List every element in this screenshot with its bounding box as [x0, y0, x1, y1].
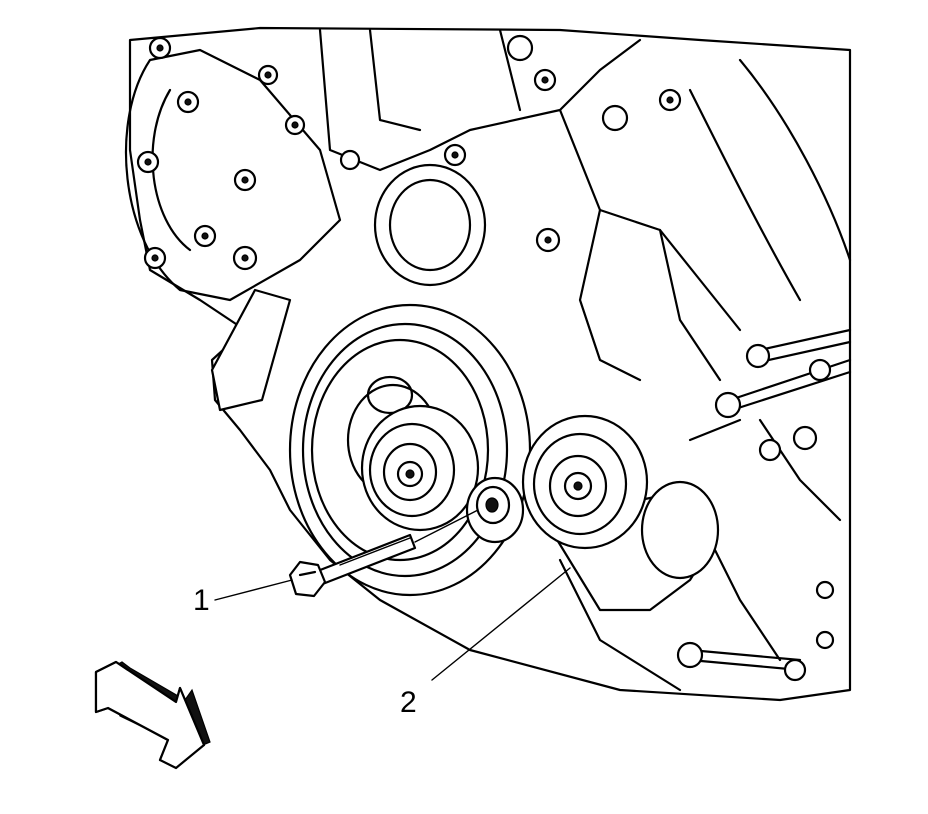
idler-pulley — [360, 404, 480, 532]
direction-arrow-icon — [94, 660, 211, 770]
spacer-washer — [465, 476, 525, 544]
leader-line-2 — [431, 567, 571, 681]
right-studs — [676, 328, 852, 682]
leader-lines — [214, 567, 571, 681]
callout-2-label: 2 — [400, 686, 417, 719]
tensioner-bolt — [288, 509, 479, 598]
leader-line-1 — [214, 579, 293, 601]
cover-bolts — [136, 34, 682, 271]
drive-belt-tensioner — [521, 414, 720, 612]
callout-1-label: 1 — [193, 584, 210, 617]
